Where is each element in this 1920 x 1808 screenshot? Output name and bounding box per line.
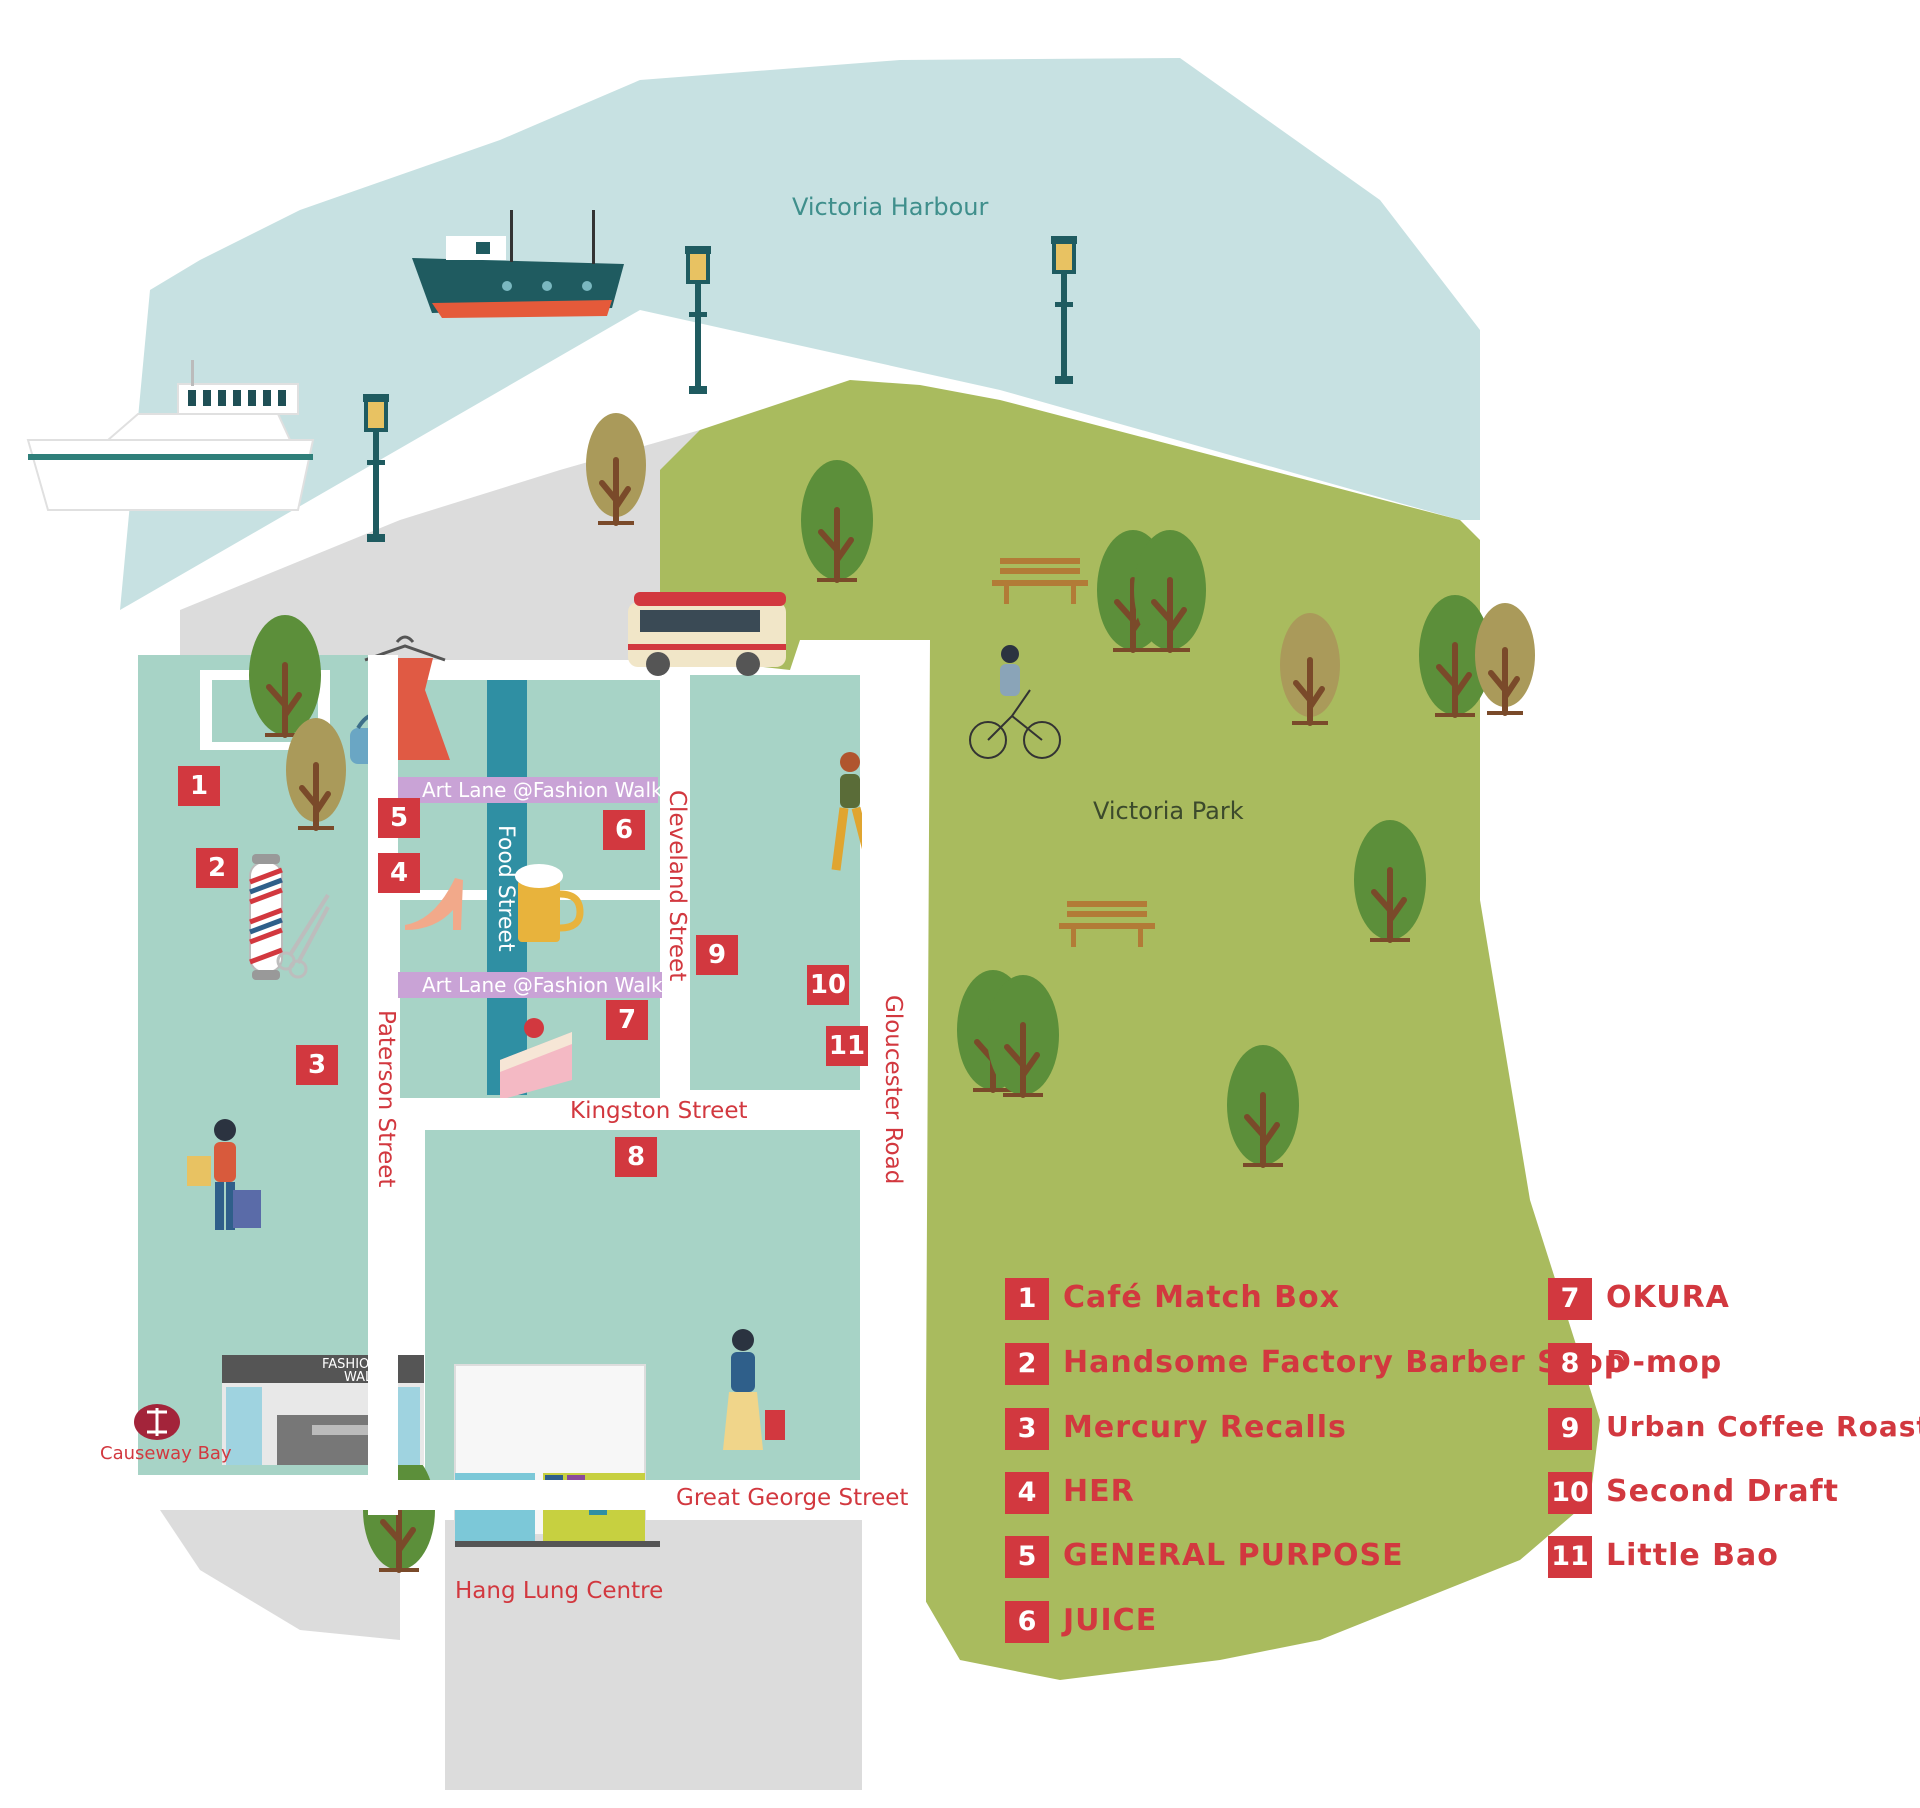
- minibus-icon: [628, 592, 786, 676]
- causeway-bay-label: Causeway Bay: [100, 1443, 232, 1464]
- legend-name: HER: [1063, 1474, 1135, 1509]
- art-lane-1: [390, 777, 658, 803]
- barber-pole-icon: [249, 854, 283, 980]
- legend-number: 1: [1005, 1278, 1049, 1320]
- legend-name: Café Match Box: [1063, 1280, 1340, 1315]
- road-kingston: [380, 1098, 870, 1126]
- map-marker-2[interactable]: 2: [196, 848, 238, 888]
- art-lane-label-2: Art Lane @Fashion Walk: [422, 973, 663, 997]
- park-label: Victoria Park: [1093, 797, 1244, 825]
- food-street-label: Food Street: [493, 825, 518, 952]
- fashion-walk-sign-line-1: FASHION: [322, 1357, 379, 1372]
- tree-icon: [1475, 603, 1535, 715]
- legend-name: Urban Coffee Roaster: [1606, 1410, 1920, 1443]
- art-lane-label-1: Art Lane @Fashion Walk: [422, 778, 663, 802]
- cleveland-street-label: Cleveland Street: [664, 790, 690, 982]
- hang-lung-centre-label: Hang Lung Centre: [455, 1578, 664, 1604]
- map-marker-10[interactable]: 10: [807, 965, 849, 1005]
- legend-number: 3: [1005, 1408, 1049, 1450]
- block-cleveland-east: [690, 675, 860, 1090]
- legend-name: Second Draft: [1606, 1474, 1839, 1509]
- legend-name: Handsome Factory Barber Shop: [1063, 1345, 1627, 1380]
- mtr-logo-icon: [134, 1404, 180, 1440]
- map-marker-9[interactable]: 9: [696, 935, 738, 975]
- harbour-label: Victoria Harbour: [792, 193, 989, 221]
- harbour-water: [120, 58, 1480, 610]
- road-gloucester: [862, 640, 926, 1790]
- legend-number: 9: [1548, 1408, 1592, 1450]
- high-heel-icon: [405, 878, 463, 930]
- map-marker-11[interactable]: 11: [826, 1026, 868, 1066]
- legend-number: 4: [1005, 1472, 1049, 1514]
- legend-number: 10: [1548, 1472, 1592, 1514]
- legend-name: Little Bao: [1606, 1538, 1779, 1573]
- beer-mug-icon: [515, 864, 584, 942]
- map-marker-1[interactable]: 1: [178, 766, 220, 806]
- map-marker-4[interactable]: 4: [378, 853, 420, 893]
- fashion-walk-sign-line-2: WALK: [344, 1370, 381, 1385]
- map-marker-3[interactable]: 3: [296, 1045, 338, 1085]
- legend-number: 7: [1548, 1278, 1592, 1320]
- legend-name: D-mop: [1606, 1345, 1723, 1380]
- road-cleveland: [662, 675, 688, 1105]
- scissors-icon: [276, 893, 330, 979]
- gloucester-road-label: Gloucester Road: [880, 995, 906, 1185]
- cyclist-icon: [969, 645, 1061, 759]
- park-area: [660, 380, 1600, 1680]
- fishing-boat-icon: [412, 210, 624, 318]
- art-lane-2: [390, 972, 665, 998]
- bottom-plaza: [445, 1520, 865, 1790]
- lamp-post-icon: [361, 392, 391, 544]
- road-great-george: [130, 1480, 870, 1510]
- legend-name: GENERAL PURPOSE: [1063, 1538, 1404, 1573]
- bottom-plaza-west: [160, 1510, 400, 1640]
- legend-number: 2: [1005, 1343, 1049, 1385]
- map-marker-7[interactable]: 7: [606, 1000, 648, 1040]
- hang-lung-centre-building: [454, 1364, 660, 1547]
- cake-icon: [500, 1018, 572, 1100]
- legend-number: 11: [1548, 1536, 1592, 1578]
- kingston-street-label: Kingston Street: [570, 1098, 748, 1124]
- legend-name: Mercury Recalls: [1063, 1410, 1347, 1445]
- legend-number: 5: [1005, 1536, 1049, 1578]
- ferry-icon: [26, 360, 315, 511]
- map-marker-6[interactable]: 6: [603, 810, 645, 850]
- shopper-icon: [723, 1329, 785, 1450]
- great-george-street-label: Great George Street: [676, 1485, 909, 1511]
- promenade-plaza: [180, 430, 700, 660]
- shopper-icon: [187, 1119, 261, 1230]
- legend-number: 8: [1548, 1343, 1592, 1385]
- paterson-street-label: Paterson Street: [373, 1010, 399, 1188]
- legend-name: OKURA: [1606, 1280, 1730, 1315]
- legend-number: 6: [1005, 1601, 1049, 1643]
- map-marker-5[interactable]: 5: [378, 798, 420, 838]
- legend-name: JUICE: [1063, 1603, 1158, 1638]
- map-marker-8[interactable]: 8: [615, 1137, 657, 1177]
